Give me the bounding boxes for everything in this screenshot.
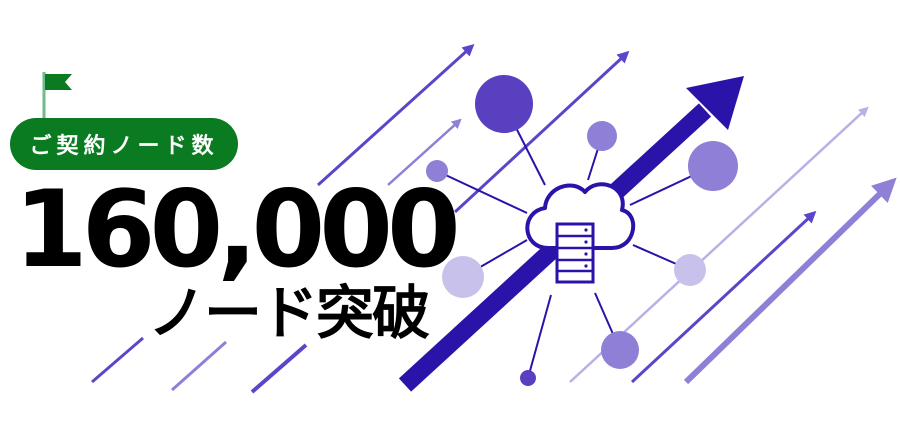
node-count-suffix: ノード突破 [148, 279, 430, 347]
arrow-line [316, 43, 475, 187]
arrow-line [630, 210, 817, 384]
network-node [426, 160, 448, 182]
flag-icon [42, 72, 72, 122]
arrow-line [453, 50, 630, 214]
network-node [442, 256, 484, 298]
badge-label: ご契約ノード数 [29, 134, 219, 159]
network-node [688, 141, 738, 191]
network-node [587, 121, 617, 151]
dash-line [250, 343, 308, 394]
contract-nodes-badge: ご契約ノード数 [10, 118, 238, 170]
cloud-server-icon [525, 182, 636, 284]
arrow-line [387, 118, 462, 186]
node-count: 160,000 [14, 168, 461, 291]
dash-line [171, 340, 227, 392]
network-node [475, 75, 533, 133]
network-node [601, 331, 639, 369]
network-node [520, 370, 536, 386]
dash-line [91, 336, 144, 384]
arrow-line [683, 177, 897, 385]
big-arrowhead [686, 76, 744, 130]
network-node [674, 254, 706, 286]
